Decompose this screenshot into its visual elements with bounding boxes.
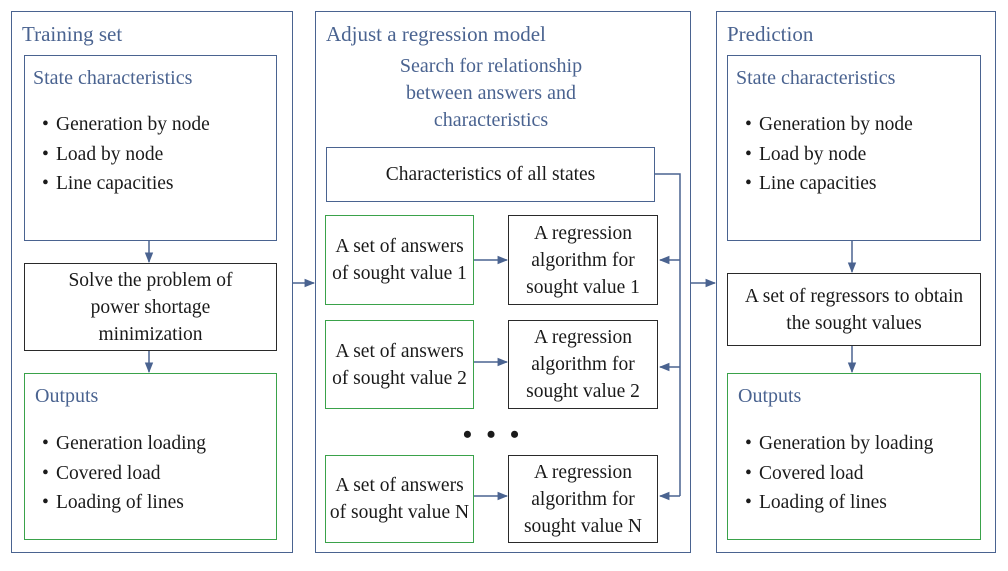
answers-box-2: A set of answers of sought value 2 — [325, 320, 474, 409]
answers-box-2-text: A set of answers of sought value 2 — [332, 340, 467, 389]
prediction-panel: Prediction — [716, 11, 996, 553]
characteristics-all-states-box: Characteristics of all states — [326, 147, 655, 202]
solve-problem-box: Solve the problem of power shortage mini… — [24, 263, 277, 351]
ellipsis: • • • — [462, 420, 524, 449]
regression-box-1: A regression algorithm for sought value … — [508, 215, 658, 305]
list-item: Generation by loading — [745, 429, 933, 459]
regression-box-n-text: A regression algorithm for sought value … — [523, 461, 643, 537]
list-item: Load by node — [745, 140, 913, 170]
connector-characteristics — [655, 173, 681, 496]
left-state-characteristics-box: State characteristics Generation by node… — [24, 55, 277, 241]
characteristics-all-states-text: Characteristics of all states — [385, 164, 596, 185]
list-item: Covered load — [42, 459, 206, 489]
adjust-regression-panel: Adjust a regression model Search for rel… — [315, 11, 691, 553]
right-outputs-title: Outputs — [738, 385, 802, 407]
list-item: Line capacities — [745, 169, 913, 199]
answers-box-1-text: A set of answers of sought value 1 — [332, 236, 467, 284]
list-item: Generation loading — [42, 429, 206, 459]
left-outputs-title: Outputs — [35, 385, 99, 407]
adjust-regression-subtitle: Search for relationship between answers … — [399, 55, 583, 131]
left-outputs-list: Generation loading Covered load Loading … — [42, 429, 206, 518]
adjust-regression-title: Adjust a regression model — [326, 22, 546, 46]
list-item: Loading of lines — [42, 488, 206, 518]
list-item: Covered load — [745, 459, 933, 489]
right-state-characteristics-box: State characteristics Generation by node… — [727, 55, 981, 241]
prediction-title: Prediction — [727, 22, 814, 46]
list-item: Load by node — [42, 140, 210, 170]
training-set-panel: Training set — [11, 11, 293, 553]
training-set-title: Training set — [22, 22, 123, 46]
list-item: Loading of lines — [745, 488, 933, 518]
answers-box-n-text: A set of answers of sought value N — [329, 475, 470, 523]
regression-box-2-text: A regression algorithm for sought value … — [526, 327, 640, 402]
left-outputs-box: Outputs Generation loading Covered load … — [24, 373, 277, 540]
regression-box-n: A regression algorithm for sought value … — [508, 455, 658, 543]
regressors-text: A set of regressors to obtain the sought… — [744, 285, 964, 334]
right-outputs-box: Outputs Generation by loading Covered lo… — [727, 373, 981, 540]
regression-box-1-text: A regression algorithm for sought value … — [526, 222, 640, 298]
regression-box-2: A regression algorithm for sought value … — [508, 320, 658, 409]
left-state-characteristics-list: Generation by node Load by node Line cap… — [42, 110, 210, 199]
solve-problem-text: Solve the problem of power shortage mini… — [68, 269, 233, 345]
list-item: Line capacities — [42, 169, 210, 199]
answers-box-n: A set of answers of sought value N — [325, 455, 474, 543]
right-outputs-list: Generation by loading Covered load Loadi… — [745, 429, 933, 518]
list-item: Generation by node — [745, 110, 913, 140]
left-state-characteristics-title: State characteristics — [33, 67, 193, 89]
right-state-characteristics-list: Generation by node Load by node Line cap… — [745, 110, 913, 199]
list-item: Generation by node — [42, 110, 210, 140]
regressors-box: A set of regressors to obtain the sought… — [727, 273, 981, 346]
answers-box-1: A set of answers of sought value 1 — [325, 215, 474, 305]
right-state-characteristics-title: State characteristics — [736, 67, 896, 89]
